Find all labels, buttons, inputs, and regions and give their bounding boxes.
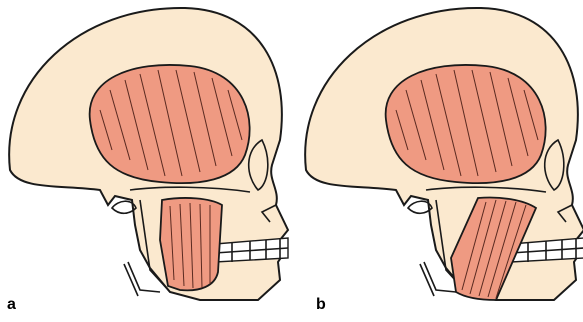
temporalis-muscle	[386, 65, 546, 183]
skull-illustration-b	[296, 0, 583, 322]
skull-illustration-a	[0, 0, 290, 322]
panel-label-a: a	[7, 296, 16, 314]
panel-a: a	[0, 0, 290, 322]
temporalis-muscle	[90, 65, 250, 183]
masseter-muscle	[160, 198, 222, 290]
panel-label-b: b	[316, 296, 326, 314]
panel-b: b	[296, 0, 583, 322]
